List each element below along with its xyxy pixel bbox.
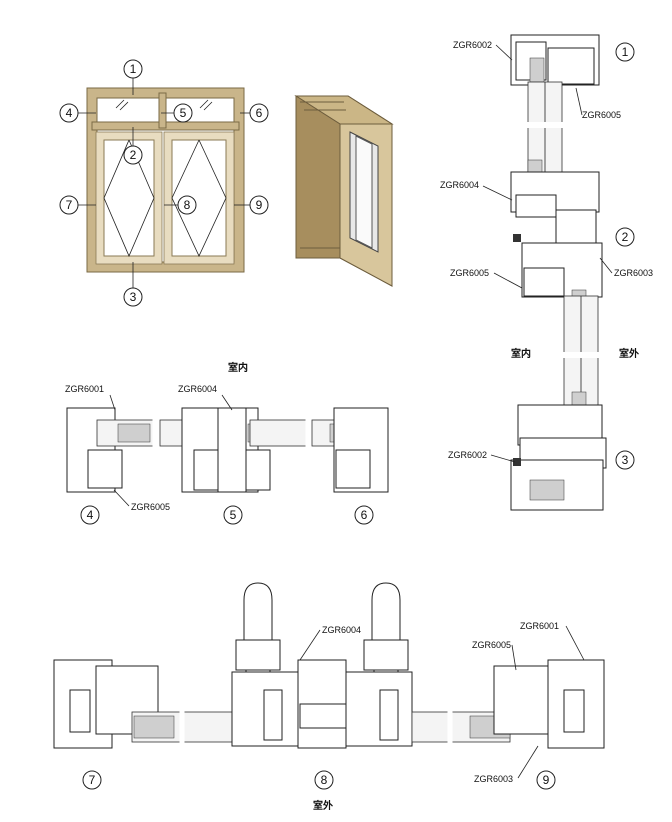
label-zgr6002-bottom: ZGR6002 xyxy=(448,450,487,460)
callout-2-elevation: 2 xyxy=(123,145,143,165)
svg-text:9: 9 xyxy=(543,773,550,787)
handle-right xyxy=(363,582,409,683)
label-zgr6005-top: ZGR6005 xyxy=(582,110,621,120)
label-zgr6001-bottom: ZGR6001 xyxy=(520,621,559,631)
callout-1-section: 1 xyxy=(615,42,635,62)
label-indoor-right: 室内 xyxy=(511,347,531,360)
callout-1-elevation: 1 xyxy=(123,59,143,79)
callout-8-section: 8 xyxy=(314,770,334,790)
callout-4-section: 4 xyxy=(80,505,100,525)
text-labels: ZGR6002 ZGR6005 ZGR6004 ZGR6005 ZGR6003 … xyxy=(65,40,653,812)
label-zgr6005-mid: ZGR6005 xyxy=(131,502,170,512)
callout-3-section: 3 xyxy=(615,450,635,470)
svg-text:5: 5 xyxy=(180,106,187,120)
svg-text:8: 8 xyxy=(184,198,191,212)
label-zgr6002-top: ZGR6002 xyxy=(453,40,492,50)
label-outdoor-bottom: 室外 xyxy=(313,799,333,812)
callout-6-elevation: 6 xyxy=(249,103,269,123)
label-indoor-mid: 室内 xyxy=(228,361,248,374)
label-zgr6003-bottom: ZGR6003 xyxy=(474,774,513,784)
callout-4-elevation: 4 xyxy=(59,103,79,123)
svg-text:5: 5 xyxy=(230,508,237,522)
label-leaders xyxy=(109,44,613,779)
vertical-section xyxy=(510,34,620,511)
callouts: 1 4 5 6 2 7 8 9 3 1 2 3 4 5 6 7 8 9 xyxy=(59,42,635,790)
callout-8-elevation: 8 xyxy=(177,195,197,215)
label-zgr6003-right: ZGR6003 xyxy=(614,268,653,278)
section-789 xyxy=(53,582,605,752)
label-zgr6004-bottom: ZGR6004 xyxy=(322,625,361,635)
svg-text:7: 7 xyxy=(89,773,96,787)
label-zgr6005-bottom: ZGR6005 xyxy=(472,640,511,650)
label-zgr6004-right: ZGR6004 xyxy=(440,180,479,190)
svg-text:3: 3 xyxy=(130,290,137,304)
label-zgr6001-mid: ZGR6001 xyxy=(65,384,104,394)
svg-text:1: 1 xyxy=(622,45,629,59)
svg-text:3: 3 xyxy=(622,453,629,467)
label-zgr6005-right: ZGR6005 xyxy=(450,268,489,278)
svg-text:6: 6 xyxy=(256,106,263,120)
callout-9-elevation: 9 xyxy=(249,195,269,215)
handle-left xyxy=(235,582,281,683)
label-outdoor-right: 室外 xyxy=(619,347,639,360)
svg-text:6: 6 xyxy=(361,508,368,522)
svg-text:7: 7 xyxy=(66,198,73,212)
svg-text:8: 8 xyxy=(321,773,328,787)
callout-6-section: 6 xyxy=(354,505,374,525)
svg-text:4: 4 xyxy=(66,106,73,120)
svg-text:4: 4 xyxy=(87,508,94,522)
callout-9-section: 9 xyxy=(536,770,556,790)
callout-5-section: 5 xyxy=(223,505,243,525)
svg-text:1: 1 xyxy=(130,62,137,76)
svg-text:9: 9 xyxy=(256,198,263,212)
callout-7-section: 7 xyxy=(82,770,102,790)
callout-3-elevation: 3 xyxy=(123,287,143,307)
profile-3d xyxy=(294,95,394,287)
svg-text:2: 2 xyxy=(130,148,137,162)
section-456 xyxy=(66,402,389,500)
callout-2-section: 2 xyxy=(615,227,635,247)
callout-7-elevation: 7 xyxy=(59,195,79,215)
window-elevation xyxy=(86,87,245,273)
label-zgr6004-mid: ZGR6004 xyxy=(178,384,217,394)
svg-text:2: 2 xyxy=(622,230,629,244)
callout-5-elevation: 5 xyxy=(173,103,193,123)
